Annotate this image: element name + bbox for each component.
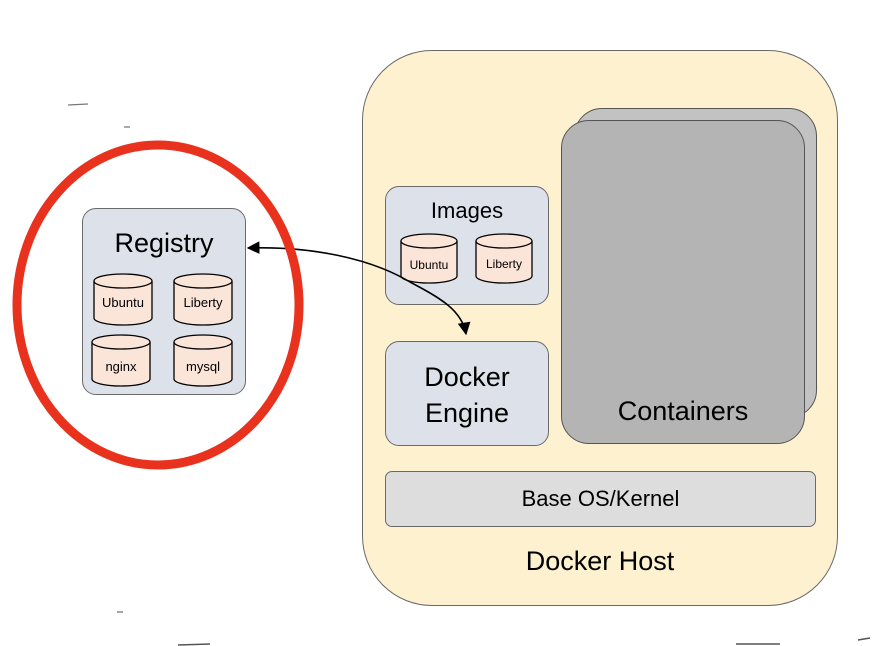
base-os-kernel-label: Base OS/Kernel	[521, 486, 680, 511]
images-panel-title: Images	[430, 198, 504, 223]
registry-image-mysql-label: mysql	[186, 359, 220, 374]
stray-mark	[67, 103, 130, 613]
registry-image-ubuntu-label: Ubuntu	[102, 295, 144, 310]
host-cylinder-ubuntu: Ubuntu	[400, 233, 458, 284]
registry-image-nginx-label: nginx	[105, 359, 137, 374]
docker-host-label: Docker Host	[525, 546, 675, 576]
host-image-liberty-label: Liberty	[486, 257, 522, 271]
registry-title: Registry	[114, 228, 214, 258]
host-image-ubuntu-label: Ubuntu	[410, 258, 449, 272]
docker-engine-box	[385, 341, 549, 446]
containers-label: Containers	[617, 396, 749, 426]
docker-engine-line1: Docker	[424, 362, 510, 392]
docker-engine-line2: Engine	[424, 398, 510, 428]
containers-box	[561, 120, 805, 444]
registry-cylinder-nginx: nginx	[91, 334, 151, 387]
registry-cylinder-ubuntu: Ubuntu	[93, 273, 153, 326]
base-os-kernel-box: Base OS/Kernel	[385, 471, 816, 527]
highlight-ring	[12, 140, 304, 470]
pull-arrow	[246, 241, 471, 336]
registry-image-liberty-label: Liberty	[183, 295, 223, 310]
registry-cylinder-mysql: mysql	[173, 334, 233, 387]
registry-cylinder-liberty: Liberty	[173, 273, 233, 326]
stray-mark	[177, 637, 871, 646]
host-cylinder-liberty: Liberty	[475, 233, 533, 284]
